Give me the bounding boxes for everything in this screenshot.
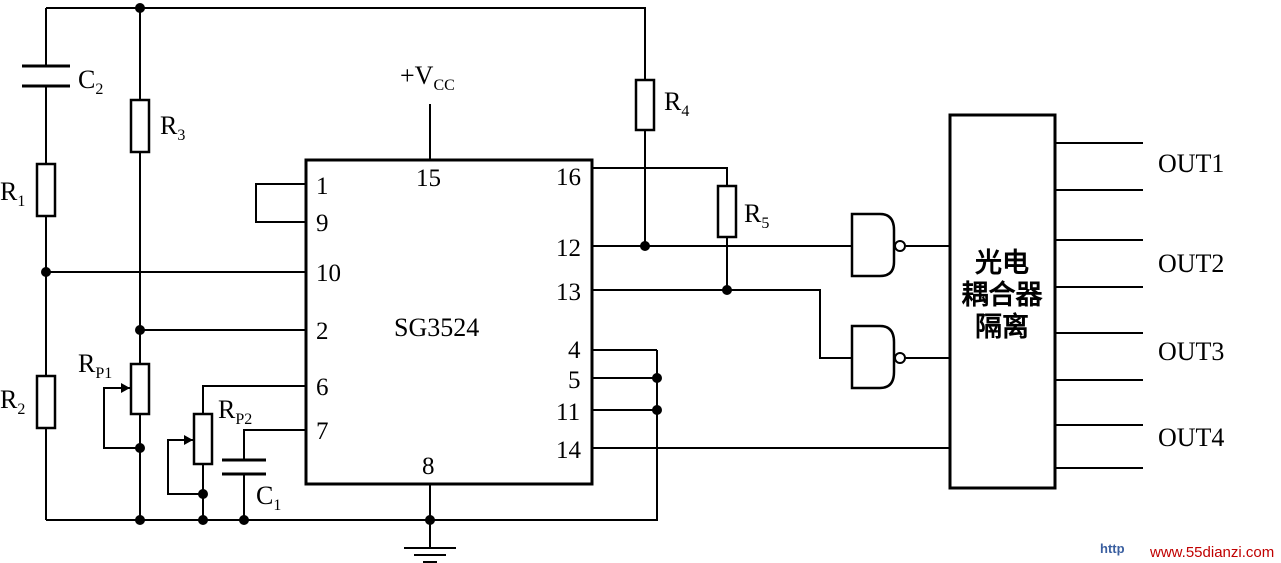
pin-7: 7 bbox=[316, 418, 329, 445]
junction-dot bbox=[239, 515, 249, 525]
r1-label: R1 bbox=[0, 177, 25, 210]
resistor-r2: R2 bbox=[0, 374, 57, 430]
c1-label: C1 bbox=[256, 481, 281, 514]
output-label-1: OUT1 bbox=[1158, 149, 1224, 178]
junction-dot bbox=[640, 241, 650, 251]
pin-1: 1 bbox=[316, 173, 329, 200]
pin-11: 11 bbox=[556, 399, 580, 426]
output-labels: OUT1 OUT2 OUT3 OUT4 bbox=[1158, 149, 1224, 452]
r2-label: R2 bbox=[0, 385, 25, 418]
junction-dot bbox=[722, 285, 732, 295]
optocoupler-isolator: 光电 耦合器 隔离 bbox=[948, 113, 1057, 490]
output-label-2: OUT2 bbox=[1158, 249, 1224, 278]
watermark-url: www.55dianzi.com bbox=[1149, 544, 1274, 561]
inverter-gate-1 bbox=[850, 212, 906, 278]
pin-16: 16 bbox=[556, 164, 581, 191]
junction-dot bbox=[198, 489, 208, 499]
pin-5: 5 bbox=[568, 367, 581, 394]
junction-dot bbox=[652, 373, 662, 383]
r5-label: R5 bbox=[744, 199, 769, 232]
pin-9: 9 bbox=[316, 210, 329, 237]
ic-name: SG3524 bbox=[394, 313, 479, 342]
junction-dots bbox=[41, 3, 732, 525]
rp1-label: RP1 bbox=[78, 349, 112, 382]
isolator-line-2: 耦合器 bbox=[962, 279, 1044, 311]
output-label-4: OUT4 bbox=[1158, 423, 1224, 452]
potentiometer-rp1: RP1 bbox=[78, 349, 151, 416]
resistor-r3: R3 bbox=[129, 98, 185, 154]
pin-13: 13 bbox=[556, 279, 581, 306]
pin-8: 8 bbox=[422, 453, 435, 480]
pin-2: 2 bbox=[316, 318, 329, 345]
inverter-gate-2 bbox=[850, 324, 906, 390]
c2-label: C2 bbox=[78, 65, 103, 98]
r3-label: R3 bbox=[160, 111, 185, 144]
resistor-r4: R4 bbox=[634, 78, 689, 132]
pin-14: 14 bbox=[556, 437, 582, 464]
junction-dot bbox=[135, 443, 145, 453]
junction-dot bbox=[198, 515, 208, 525]
resistor-r5: R5 bbox=[716, 184, 769, 239]
junction-dot bbox=[425, 515, 435, 525]
capacitor-c1: C1 bbox=[222, 458, 281, 514]
potentiometer-rp2: RP2 bbox=[184, 395, 252, 466]
junction-dot bbox=[135, 325, 145, 335]
capacitor-c2: C2 bbox=[22, 64, 103, 98]
watermark-prefix: http bbox=[1100, 541, 1125, 556]
pin-10: 10 bbox=[316, 260, 341, 287]
resistor-r1: R1 bbox=[0, 162, 57, 218]
output-label-3: OUT3 bbox=[1158, 337, 1224, 366]
pin-15: 15 bbox=[416, 165, 441, 192]
pin-12: 12 bbox=[556, 235, 581, 262]
junction-dot bbox=[41, 267, 51, 277]
watermark: http www.55dianzi.com bbox=[1100, 541, 1274, 561]
rp2-label: RP2 bbox=[218, 395, 252, 428]
ic-sg3524: SG3524 1 9 10 2 6 7 15 8 16 12 13 4 5 11… bbox=[304, 158, 594, 486]
vcc-label: +VCC bbox=[400, 61, 455, 94]
pin-4: 4 bbox=[568, 337, 581, 364]
r4-label: R4 bbox=[664, 87, 689, 120]
junction-dot bbox=[652, 405, 662, 415]
isolator-line-1: 光电 bbox=[974, 248, 1029, 279]
junction-dot bbox=[135, 3, 145, 13]
junction-dot bbox=[135, 515, 145, 525]
isolator-line-3: 隔离 bbox=[975, 311, 1029, 343]
pin-6: 6 bbox=[316, 374, 329, 401]
